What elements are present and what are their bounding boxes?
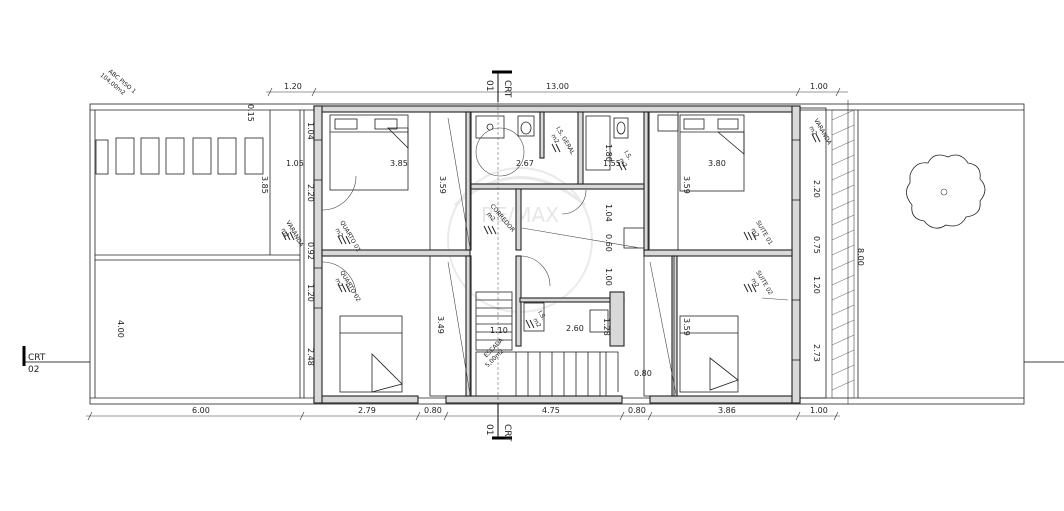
dim-bottom-5: 0.80 [628, 406, 646, 415]
top-dimension-line: 1.20 13.00 1.00 [266, 82, 848, 97]
right-terrace [831, 109, 986, 399]
right-dimension-line: 8.00 [847, 100, 865, 404]
dim-bottom-6: 3.86 [718, 406, 736, 415]
room-suite01-area: m2 [749, 227, 760, 239]
dim-top-right: 1.00 [810, 82, 828, 91]
dim-bottom-2: 2.79 [358, 406, 376, 415]
site-boundary [89, 103, 1025, 405]
left-terrace [94, 110, 305, 398]
room-suite02-area: m2 [749, 277, 760, 289]
room-isgeral-area: m2 [549, 133, 560, 145]
svg-text:CRT: CRT [502, 80, 512, 98]
svg-text:01: 01 [484, 424, 494, 435]
room-is-suite2-name: I.S. [536, 310, 547, 322]
dim-v075: 0.75 [812, 236, 821, 254]
room-quarto02-area: m2 [333, 277, 344, 289]
dim-v260: 2.60 [566, 324, 584, 333]
dim-bottom-4: 4.75 [542, 406, 560, 415]
section-marker-bottom: CRT 01 [484, 404, 512, 442]
dim-bottom-7: 1.00 [810, 406, 828, 415]
section-marker-left: CRT 02 [22, 346, 1064, 375]
bed-quarto01 [329, 114, 409, 191]
dim-v092: 0.92 [306, 242, 315, 260]
tree-icon [906, 154, 986, 229]
dim-bottom-1: 6.00 [192, 406, 210, 415]
windows [313, 107, 827, 399]
svg-text:CRT: CRT [502, 424, 512, 442]
crt-left-line2: 02 [28, 365, 39, 375]
dim-v359b: 3.59 [682, 176, 691, 194]
bed-suite01 [679, 114, 745, 192]
room-varanda-right-area: m2 [807, 125, 818, 137]
room-quarto01-area: m2 [333, 227, 344, 239]
dim-v080: 0.80 [634, 369, 652, 378]
crt-left-line1: CRT [28, 353, 46, 363]
dim-v267: 2.67 [516, 159, 534, 168]
dim-top-left: 1.20 [284, 82, 302, 91]
dim-v015: 0.15 [246, 104, 255, 122]
room-corredor-area: m2 [485, 211, 497, 223]
dim-v105: 1.05 [286, 159, 304, 168]
dim-v155: 1.55 [603, 159, 621, 168]
room-is-suite1-name: I.S. [622, 150, 633, 162]
dim-v400: 4.00 [116, 320, 125, 338]
dim-v359c: 3.59 [682, 318, 691, 336]
dim-v385b: 3.85 [260, 176, 269, 194]
section-marker-top: CRT 01 [484, 70, 512, 400]
dim-v349: 3.49 [436, 316, 445, 334]
dim-top-middle: 13.00 [546, 82, 569, 91]
area-hatch-marks [281, 133, 821, 329]
interior-walls [321, 111, 793, 397]
dim-right-total: 8.00 [856, 248, 865, 266]
svg-text:01: 01 [484, 80, 494, 91]
dim-bottom-3: 0.80 [424, 406, 442, 415]
dim-v110: 1.10 [490, 326, 508, 335]
dim-v220b: 2.20 [812, 180, 821, 198]
dim-v380: 3.80 [708, 159, 726, 168]
bottom-dimension-line: 6.00 2.79 0.80 4.75 0.80 3.86 1.00 [86, 406, 840, 421]
room-varanda-left-area: m2 [279, 227, 290, 239]
dim-v104: 1.04 [306, 122, 315, 140]
dim-v248: 2.48 [306, 348, 315, 366]
bed-quarto02 [339, 315, 403, 393]
dim-v359a: 3.59 [438, 176, 447, 194]
bed-suite02 [679, 315, 739, 393]
dim-v220: 2.20 [306, 184, 315, 202]
bathroom-fixtures [475, 114, 679, 333]
staircase [475, 291, 619, 397]
interior-dimensions: 0.15 1.04 1.05 3.85 3.85 2.20 0.92 1.20 … [116, 104, 821, 378]
dim-v273: 2.73 [812, 344, 821, 362]
dim-v100: 1.00 [604, 268, 613, 286]
room-labels: QUARTO 01 m2 QUARTO 02 m2 CORREDOR m2 I.… [279, 118, 833, 370]
dim-v060: 0.60 [604, 234, 613, 252]
dim-v128: 1.28 [602, 318, 611, 336]
dim-v120b: 1.20 [812, 276, 821, 294]
door-swings [321, 117, 789, 395]
dim-v120a: 1.20 [306, 284, 315, 302]
dim-v104b: 1.04 [604, 204, 613, 222]
room-is-suite2-area: m2 [531, 317, 542, 329]
dim-v385a: 3.85 [390, 159, 408, 168]
dim-v180: 1.80 [604, 144, 613, 162]
